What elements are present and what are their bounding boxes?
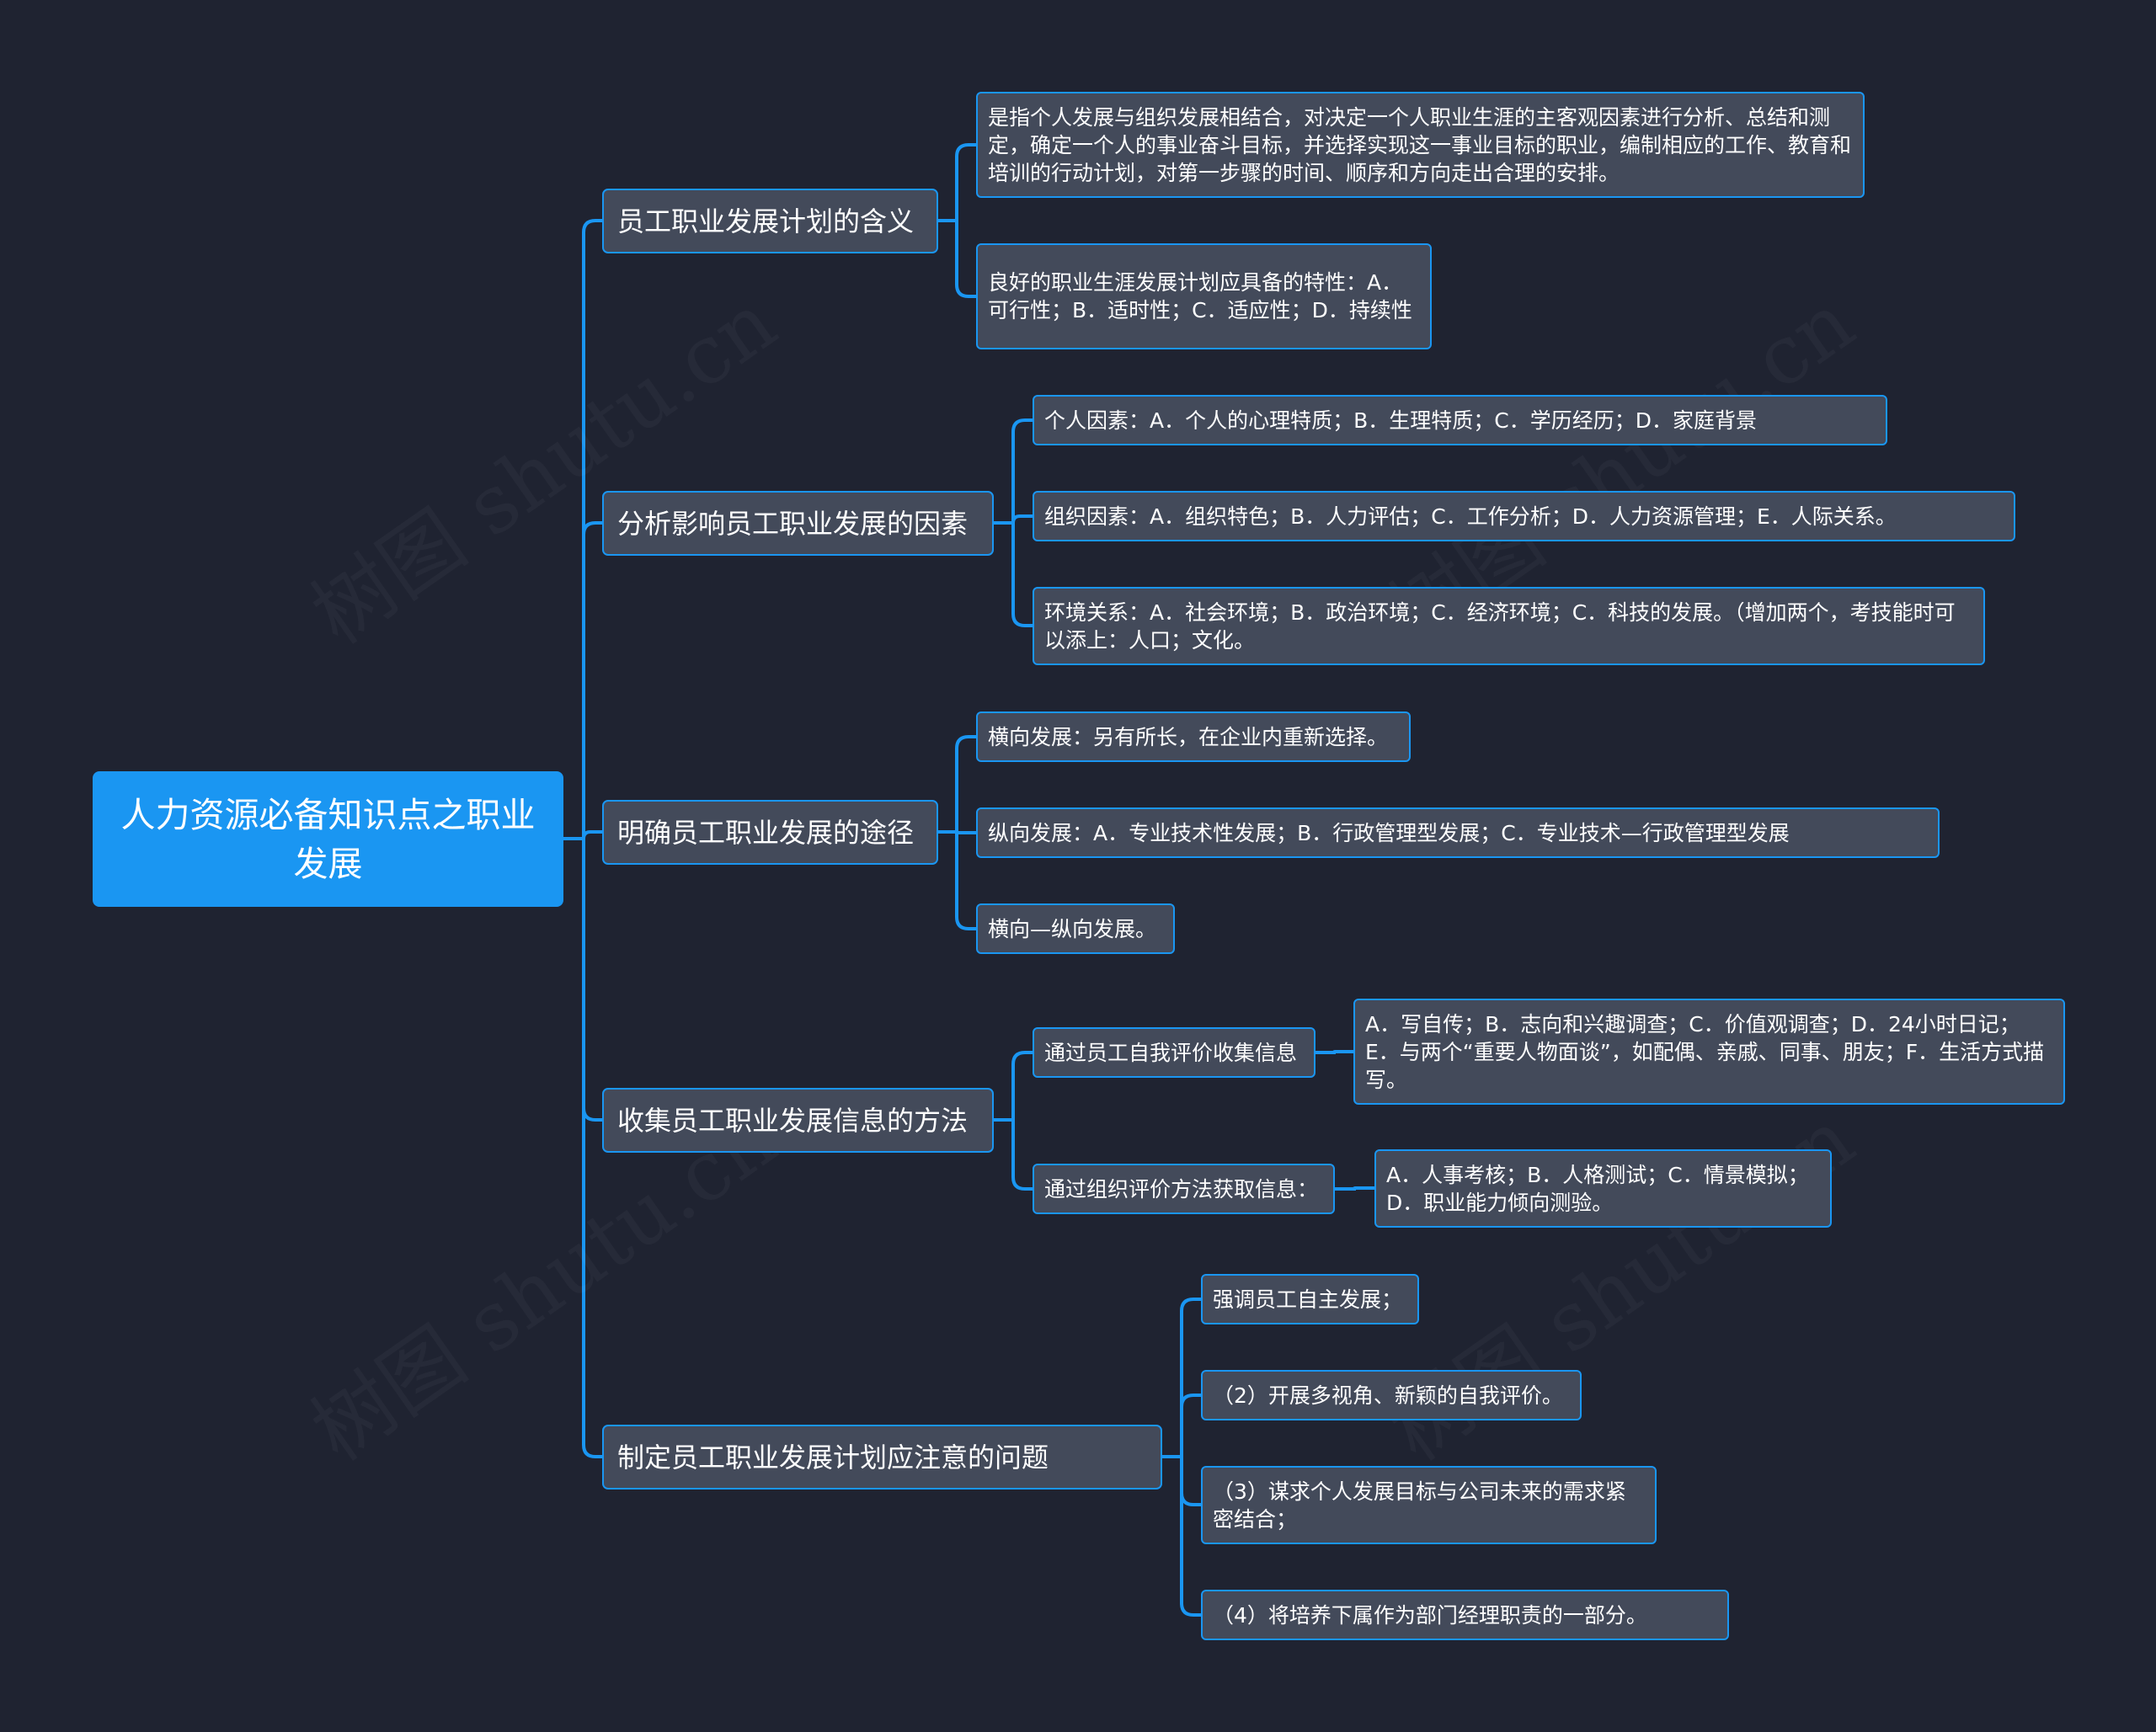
- connector-b3-leaf-0: [992, 1051, 1034, 1122]
- leaf-topic-vertical[interactable]: 纵向发展：A．专业技术性发展；B．行政管理型发展；C．专业技术—行政管理型发展: [976, 807, 1940, 858]
- connector-root-branch-0: [562, 219, 604, 840]
- connector-b3-detail-0: [1314, 1050, 1355, 1054]
- connector-b4-leaf-0: [1161, 1298, 1203, 1458]
- leaf-topic-note-2[interactable]: （2）开展多视角、新颖的自我评价。: [1201, 1370, 1582, 1420]
- branch-topic-meaning[interactable]: 员工职业发展计划的含义: [602, 189, 938, 253]
- connector-b0-leaf-1: [937, 219, 978, 298]
- detail-self-evaluation-methods[interactable]: A．写自传；B．志向和兴趣调查；C．价值观调查；D．24小时日记；E．与两个“重…: [1353, 999, 2065, 1105]
- leaf-topic-environmental-factors[interactable]: 环境关系：A．社会环境；B．政治环境；C．经济环境；C．科技的发展。（增加两个，…: [1033, 587, 1985, 665]
- leaf-topic-note-3[interactable]: （3）谋求个人发展目标与公司未来的需求紧密结合；: [1201, 1466, 1657, 1544]
- leaf-topic-personal-factors[interactable]: 个人因素：A．个人的心理特质；B．生理特质；C．学历经历；D．家庭背景: [1033, 395, 1887, 445]
- branch-topic-paths[interactable]: 明确员工职业发展的途径: [602, 800, 938, 865]
- leaf-topic-characteristics[interactable]: 良好的职业生涯发展计划应具备的特性：A．可行性；B．适时性；C．适应性；D．持续…: [976, 243, 1432, 349]
- connector-b1-leaf-2: [992, 521, 1034, 627]
- root-topic[interactable]: 人力资源必备知识点之职业发展: [93, 771, 563, 907]
- connector-b4-leaf-1: [1161, 1394, 1203, 1458]
- connector-root-branch-4: [562, 837, 604, 1458]
- branch-topic-planning-notes[interactable]: 制定员工职业发展计划应注意的问题: [602, 1425, 1162, 1490]
- leaf-topic-note-4[interactable]: （4）将培养下属作为部门经理职责的一部分。: [1201, 1590, 1729, 1640]
- leaf-topic-horizontal[interactable]: 横向发展：另有所长，在企业内重新选择。: [976, 711, 1411, 762]
- leaf-topic-note-1[interactable]: 强调员工自主发展；: [1201, 1274, 1419, 1324]
- connector-b2-leaf-2: [937, 830, 978, 930]
- connector-b4-leaf-3: [1161, 1455, 1203, 1617]
- connector-b1-leaf-0: [992, 418, 1034, 525]
- detail-org-evaluation-methods[interactable]: A．人事考核；B．人格测试；C．情景模拟；D．职业能力倾向测验。: [1374, 1149, 1832, 1228]
- connector-b2-leaf-0: [937, 735, 978, 834]
- branch-topic-factors[interactable]: 分析影响员工职业发展的因素: [602, 491, 994, 556]
- connector-root-branch-1: [562, 521, 604, 840]
- leaf-topic-definition[interactable]: 是指个人发展与组织发展相结合，对决定一个人职业生涯的主客观因素进行分析、总结和测…: [976, 92, 1865, 198]
- connector-b0-leaf-0: [937, 143, 978, 222]
- leaf-topic-organizational-factors[interactable]: 组织因素：A．组织特色；B．人力评估；C．工作分析；D．人力资源管理；E．人际关…: [1033, 491, 2015, 541]
- leaf-topic-self-evaluation[interactable]: 通过员工自我评价收集信息: [1033, 1027, 1315, 1078]
- connector-b3-detail-1: [1333, 1186, 1376, 1191]
- leaf-topic-org-evaluation[interactable]: 通过组织评价方法获取信息：: [1033, 1164, 1335, 1214]
- branch-topic-info-methods[interactable]: 收集员工职业发展信息的方法: [602, 1088, 994, 1153]
- connector-b3-leaf-1: [992, 1118, 1034, 1191]
- leaf-topic-horizontal-vertical[interactable]: 横向—纵向发展。: [976, 903, 1175, 954]
